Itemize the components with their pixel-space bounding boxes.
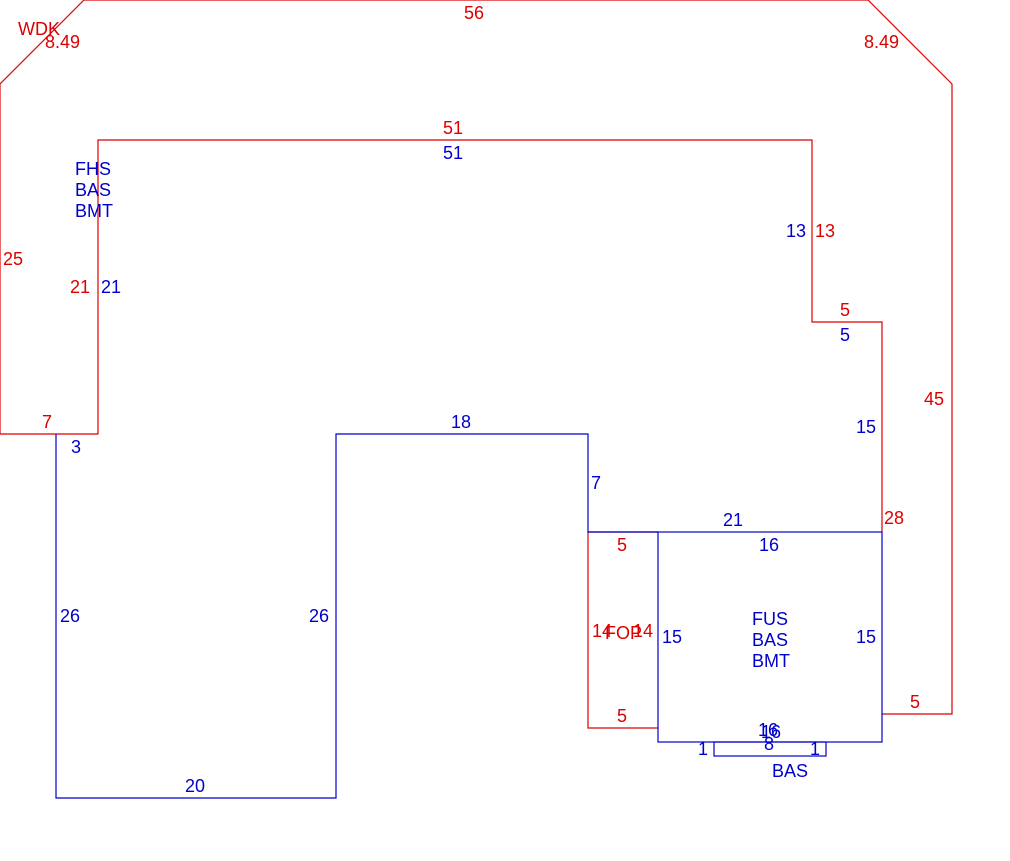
fus-area-label-2: BAS	[752, 630, 788, 650]
wdk-diag-right-dim: 8.49	[864, 32, 899, 52]
fhs-right-lower-dim: 15	[856, 417, 876, 437]
wdk-left-dim: 25	[3, 249, 23, 269]
fhs-mid-vertical-dim: 26	[309, 606, 329, 626]
bas-area-code: BAS	[772, 761, 808, 781]
wdk-bottom-left-dim: 7	[42, 412, 52, 432]
fus-right-dim: 15	[856, 627, 876, 647]
wdk-area-code: WDK	[18, 19, 60, 39]
fhs-step-dim: 5	[840, 325, 850, 345]
fhs-shelf-dim: 21	[723, 510, 743, 530]
red-right-lower-dim: 28	[884, 508, 904, 528]
fhs-left-long-dim: 26	[60, 606, 80, 626]
wdk-inner-outline	[0, 139, 883, 532]
red-left-inner-dim: 21	[70, 277, 90, 297]
fhs-bottom-dim: 20	[185, 776, 205, 796]
fhs-right-dim: 13	[786, 221, 806, 241]
fop-right-dim: 14	[633, 621, 653, 641]
fhs-mid-right-dim: 7	[591, 473, 601, 493]
fop-top-dim: 5	[617, 535, 627, 555]
fhs-area-label-1: FHS	[75, 159, 111, 179]
fop-left-dim: 14	[592, 621, 612, 641]
wdk-diag-left-dim: 8.49	[45, 32, 80, 52]
fus-bottom-dim-a: 16	[758, 720, 778, 740]
fop-area-code: FOP	[605, 623, 642, 643]
fhs-area-label-2: BAS	[75, 180, 111, 200]
fus-top-dim: 16	[759, 535, 779, 555]
fus-left-dim: 15	[662, 627, 682, 647]
red-right-inner-dim: 13	[815, 221, 835, 241]
wdk-top-dim: 56	[464, 3, 484, 23]
fhs-notch-dim: 3	[71, 437, 81, 457]
fus-bottom-dim-b: 16	[761, 722, 781, 742]
fhs-top-dim: 51	[443, 143, 463, 163]
red-step-dim: 5	[840, 300, 850, 320]
fhs-lower-outline	[55, 433, 658, 799]
fus-area-label-1: FUS	[752, 609, 788, 629]
wdk-right-dim: 45	[924, 389, 944, 409]
bas-small-outline	[713, 741, 827, 757]
bas-width-dim: 8	[764, 734, 774, 754]
fus-area-label-3: BMT	[752, 651, 790, 671]
fhs-top-mid-dim: 18	[451, 412, 471, 432]
fhs-area-label-3: BMT	[75, 201, 113, 221]
bas-right-dim: 1	[810, 739, 820, 759]
fhs-left-dim: 21	[101, 277, 121, 297]
bas-left-dim: 1	[698, 739, 708, 759]
fop-bottom-dim: 5	[617, 706, 627, 726]
red-top-inner-dim: 51	[443, 118, 463, 138]
wdk-outline	[0, 0, 953, 715]
wdk-bottom-right-dim: 5	[910, 692, 920, 712]
